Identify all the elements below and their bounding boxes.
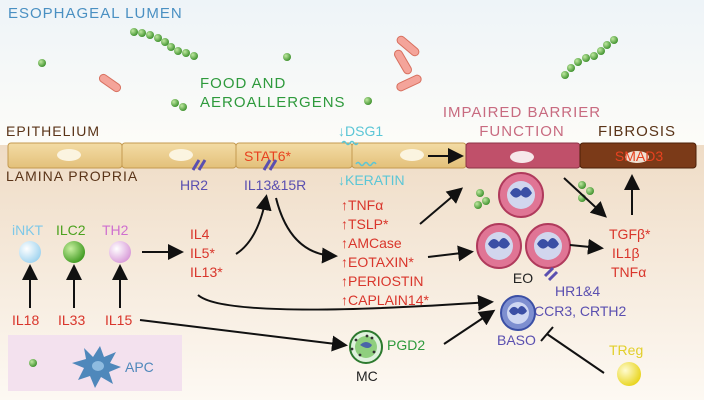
il15-label: IL15 [105,312,132,328]
lamina-propria-label: LAMINA PROPRIA [6,168,138,184]
hr14-label: HR1&4 [555,283,600,299]
th2-cell [109,241,131,263]
food-label: FOOD AND [200,75,286,92]
inkt-cell [19,241,41,263]
ilc2-label: ILC2 [56,222,86,238]
il13-15r-label: IL13&15R [244,177,306,193]
tgfb-label: TGFβ* [609,226,651,242]
allergen-rods [98,35,422,93]
treg-inhibition [540,326,605,374]
hr2-label: HR2 [180,177,208,193]
inkt-label: iNKT [12,222,44,238]
hr2-receptor [191,159,207,171]
keratin-squiggle [355,161,377,167]
apc-label: APC [125,359,154,375]
stat6-label: STAT6* [244,148,291,164]
tnfa-label: TNFα [611,264,646,280]
dsg1-label: ↓DSG1 [338,123,383,139]
mediator-tslp: ↑TSLP* [341,216,389,232]
allergen-dots [29,53,594,367]
allergen-bead-chain-2 [561,36,618,79]
il5-label: IL5* [190,245,215,261]
apc-nucleus [92,361,104,371]
hr14-receptor [543,266,559,282]
eosinophil-cluster [476,172,571,269]
il4-label: IL4 [190,226,210,242]
il18-label: IL18 [12,312,39,328]
il13-15r-receptor [262,159,278,171]
fibrosis-label: FIBROSIS [598,123,676,140]
epithelium-label: EPITHELIUM [6,123,100,139]
baso-label: BASO [497,332,536,348]
mast-cell [349,330,383,364]
barrier-label-1: IMPAIRED BARRIER [443,104,601,121]
il33-label: IL33 [58,312,85,328]
dsg1-squiggle [341,140,359,146]
pgd2-label: PGD2 [387,337,425,353]
mediator-list: ↑TNFα ↑TSLP* ↑AMCase ↑EOTAXIN* ↑PERIOSTI… [341,197,429,308]
il1b-label: IL1β [612,245,640,261]
treg-cell [617,362,641,386]
il13-label: IL13* [190,264,223,280]
barrier-label-2: FUNCTION [479,123,565,140]
ccr3-label: CCR3, CRTH2 [534,303,627,319]
mc-label: MC [356,368,378,384]
mediator-tnfa: ↑TNFα [341,197,383,213]
ilc2-cell [63,241,85,263]
epithelial-cells [7,142,697,169]
smad3-label: SMAD3 [615,148,663,164]
eo-label: EO [513,270,533,286]
keratin-label: ↓KERATIN [338,172,405,188]
mediator-amcase: ↑AMCase [341,235,402,251]
lumen-label: ESOPHAGEAL LUMEN [8,5,183,22]
aeroallergens-label: AEROALLERGENS [200,94,346,111]
pathway-arrows [22,148,640,352]
th2-label: TH2 [102,222,129,238]
basophil [500,295,536,331]
treg-label: TReg [609,342,643,358]
mediator-caplain14: ↑CAPLAIN14* [341,292,429,308]
mediator-eotaxin: ↑EOTAXIN* [341,254,414,270]
lumen-background [0,0,704,145]
allergen-bead-chain-1 [130,28,198,60]
mediator-periostin: ↑PERIOSTIN [341,273,423,289]
